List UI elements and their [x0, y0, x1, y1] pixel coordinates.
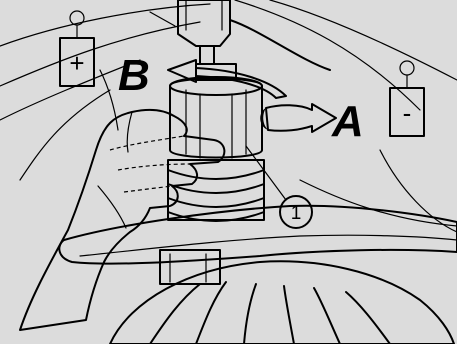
callout-number: 1: [291, 203, 302, 224]
direction-a-label: A: [331, 97, 364, 146]
plus-sign: +: [69, 48, 84, 78]
minus-sign: -: [403, 98, 412, 128]
direction-b-label: B: [118, 51, 150, 100]
